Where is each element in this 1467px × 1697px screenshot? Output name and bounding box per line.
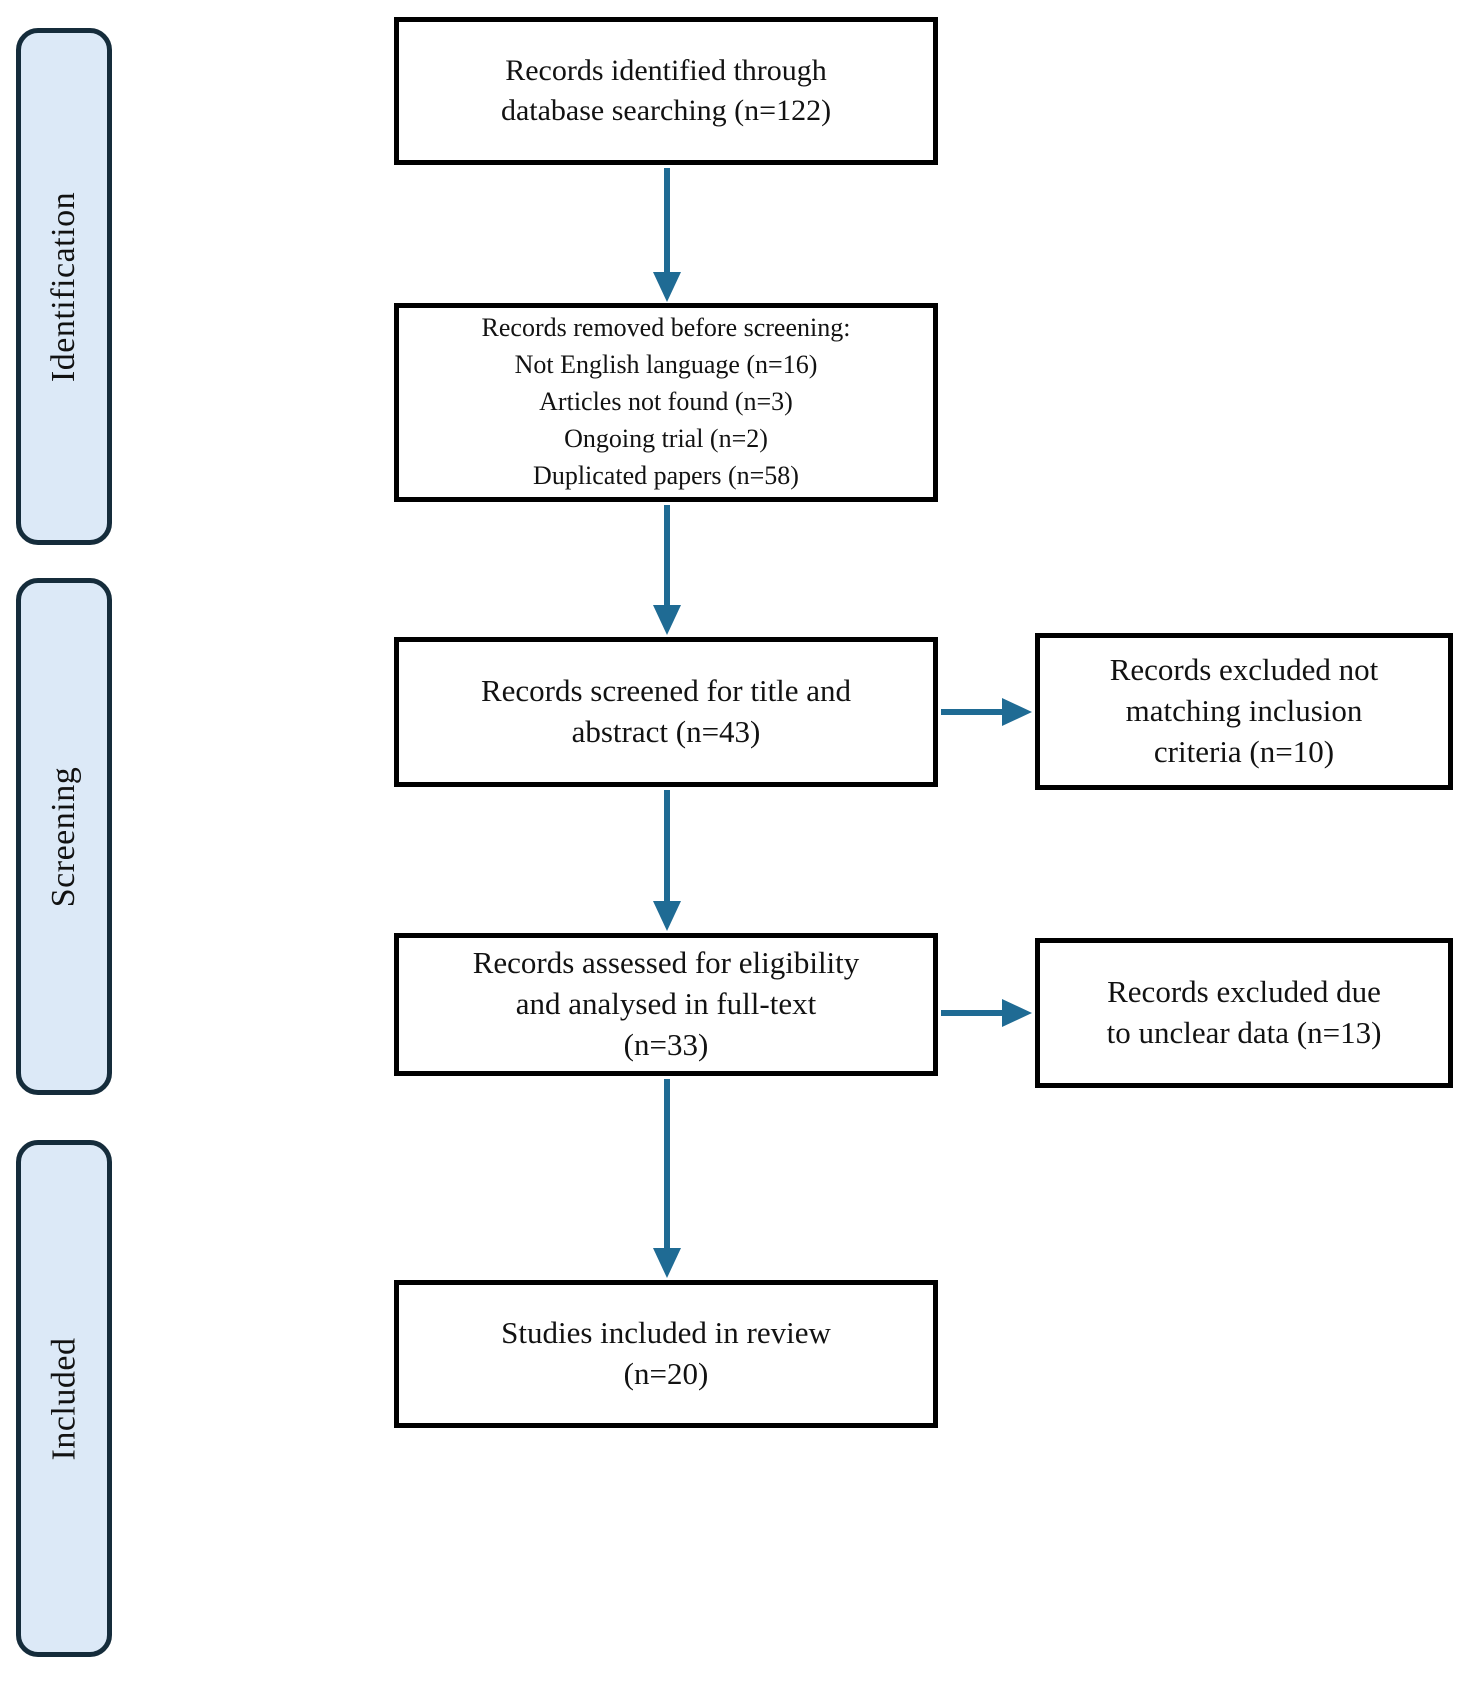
arrow-assessed-to-included xyxy=(653,1079,681,1278)
arrow-screened-to-assessed xyxy=(653,790,681,931)
stage-label-screening: Screening xyxy=(45,766,83,907)
box-records-excluded-eligibility: Records excluded due to unclear data (n=… xyxy=(1035,938,1453,1088)
arrow-assessed-to-excluded xyxy=(941,999,1032,1027)
stage-pill-included: Included xyxy=(16,1140,112,1657)
box-records-assessed: Records assessed for eligibility and ana… xyxy=(394,933,938,1076)
box-records-excluded-screening: Records excluded not matching inclusion … xyxy=(1035,633,1453,790)
box-records-identified: Records identified through database sear… xyxy=(394,17,938,165)
arrow-screened-to-excluded xyxy=(941,698,1032,726)
box-records-removed: Records removed before screening: Not En… xyxy=(394,303,938,502)
arrow-identified-to-removed xyxy=(653,168,681,302)
box-studies-included: Studies included in review (n=20) xyxy=(394,1280,938,1428)
arrow-removed-to-screened xyxy=(653,505,681,635)
stage-label-included: Included xyxy=(45,1337,83,1460)
stage-label-identification: Identification xyxy=(45,191,82,382)
stage-pill-identification: Identification xyxy=(16,28,112,545)
box-records-screened: Records screened for title and abstract … xyxy=(394,637,938,787)
stage-pill-screening: Screening xyxy=(16,578,112,1095)
